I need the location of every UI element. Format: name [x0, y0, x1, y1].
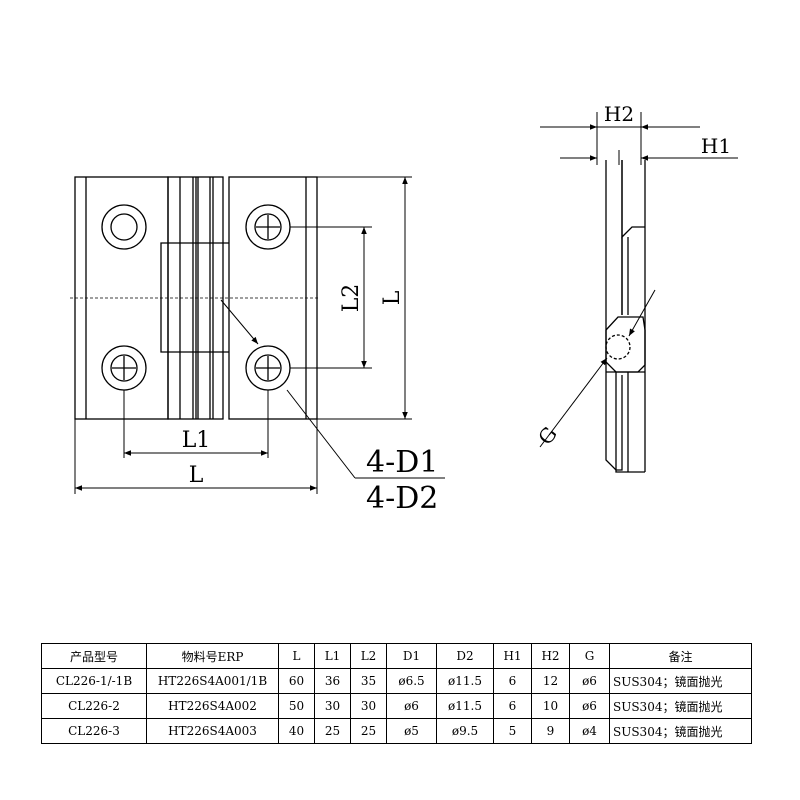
label-l-horizontal: L: [189, 463, 204, 488]
column-header: 产品型号: [41, 643, 147, 669]
table-cell: 30: [350, 693, 387, 719]
hinge-pin: [605, 334, 631, 360]
table-cell: 30: [314, 693, 351, 719]
spec-table-header-row: 产品型号 物料号ERP L L1 L2 D1 D2 H1 H2 G 备注: [41, 643, 752, 669]
hinge-front-view: [70, 176, 320, 420]
table-cell: HT226S4A002: [146, 693, 279, 719]
front-labels: L1 L L2 L 4-D1 4-D2: [182, 284, 439, 516]
mounting-hole-top-left: [101, 204, 147, 250]
label-l2: L2: [339, 284, 364, 313]
table-cell: 12: [531, 668, 570, 694]
hinge-side-view: [605, 160, 646, 473]
table-cell: 6: [493, 668, 532, 694]
label-h2: H2: [604, 102, 634, 126]
table-row: CL226-1/-1B HT226S4A001/1B 60 36 35 ø6.5…: [41, 668, 752, 694]
label-4-d1: 4-D1: [366, 445, 438, 480]
table-cell: 60: [278, 668, 315, 694]
hinge-technical-drawing: L1 L L2 L 4-D1 4-D2: [70, 102, 738, 516]
table-cell: 40: [278, 718, 315, 744]
front-dimensions: [74, 176, 445, 494]
table-cell: 6: [493, 693, 532, 719]
table-cell: CL226-1/-1B: [41, 668, 147, 694]
table-cell: SUS304；镜面抛光: [609, 668, 752, 694]
mounting-hole-bottom-right: [245, 345, 291, 391]
spec-table: 产品型号 物料号ERP L L1 L2 D1 D2 H1 H2 G 备注 CL2…: [41, 643, 752, 744]
table-cell: 50: [278, 693, 315, 719]
table-cell: 36: [314, 668, 351, 694]
table-cell: HT226S4A003: [146, 718, 279, 744]
table-cell: CL226-2: [41, 693, 147, 719]
table-cell: ø6: [569, 668, 610, 694]
table-cell: ø11.5: [436, 668, 494, 694]
side-labels: H2 H1 G: [533, 102, 731, 449]
label-4-d2: 4-D2: [366, 481, 438, 516]
table-cell: HT226S4A001/1B: [146, 668, 279, 694]
table-cell: ø6: [569, 693, 610, 719]
side-dimensions: [539, 112, 738, 448]
table-cell: 35: [350, 668, 387, 694]
table-cell: ø4: [569, 718, 610, 744]
table-cell: ø5: [386, 718, 437, 744]
column-header: D1: [386, 643, 437, 669]
table-cell: SUS304；镜面抛光: [609, 693, 752, 719]
table-cell: ø9.5: [436, 718, 494, 744]
table-cell: 25: [350, 718, 387, 744]
table-cell: SUS304；镜面抛光: [609, 718, 752, 744]
label-h1: H1: [701, 134, 731, 158]
table-cell: 5: [493, 718, 532, 744]
column-header: L: [278, 643, 315, 669]
table-row: CL226-3 HT226S4A003 40 25 25 ø5 ø9.5 5 9…: [41, 718, 752, 744]
label-l1: L1: [182, 428, 211, 453]
table-cell: ø6: [386, 693, 437, 719]
table-row: CL226-2 HT226S4A002 50 30 30 ø6 ø11.5 6 …: [41, 693, 752, 719]
column-header: L2: [350, 643, 387, 669]
table-cell: 10: [531, 693, 570, 719]
column-header: H2: [531, 643, 570, 669]
column-header: G: [569, 643, 610, 669]
column-header: L1: [314, 643, 351, 669]
knuckle-profile: [605, 316, 646, 373]
mounting-hole-top-right: [245, 204, 291, 250]
column-header: 备注: [609, 643, 752, 669]
label-g: G: [533, 422, 562, 449]
column-header: H1: [493, 643, 532, 669]
table-cell: CL226-3: [41, 718, 147, 744]
table-cell: 25: [314, 718, 351, 744]
label-l-vertical: L: [380, 290, 405, 305]
table-cell: 9: [531, 718, 570, 744]
table-cell: ø11.5: [436, 693, 494, 719]
column-header: 物料号ERP: [146, 643, 279, 669]
column-header: D2: [436, 643, 494, 669]
mounting-hole-bottom-left: [101, 345, 147, 391]
table-cell: ø6.5: [386, 668, 437, 694]
